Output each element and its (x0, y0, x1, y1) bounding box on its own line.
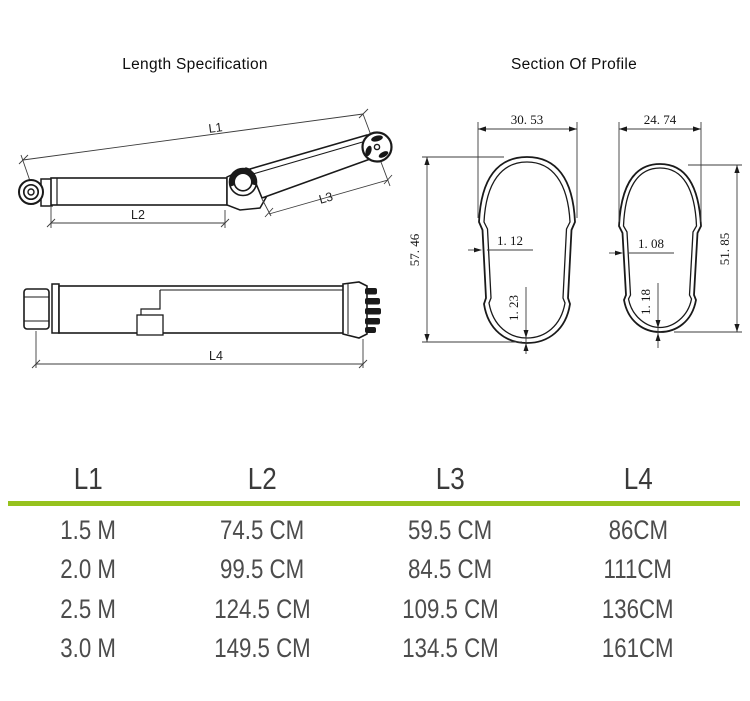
profile-section-title: Section Of Profile (510, 56, 638, 73)
table-cell: 74.5 CM (219, 514, 305, 545)
table-cell: 111CM (603, 554, 673, 584)
dim-l2: L2 (46, 207, 230, 228)
tube-left-bracket (23, 283, 60, 334)
svg-text:24. 74: 24. 74 (644, 112, 677, 127)
svg-text:1. 12: 1. 12 (497, 233, 523, 248)
size-table: L1 L2 L3 L4 1.5 M 74.5 CM 59.5 CM 86CM 2… (0, 458, 750, 669)
dim-profile-left-wall: 1. 12 (468, 233, 533, 253)
svg-text:30. 53: 30. 53 (511, 112, 544, 127)
table-cell: 161CM (602, 633, 674, 663)
profile-right-drawing: 24. 74 51. 85 1. 08 1. 18 (609, 112, 742, 348)
dim-l4: L4 (31, 331, 368, 369)
dim-profile-right-width: 24. 74 (618, 112, 702, 222)
arm-side-view-drawing: L1 (18, 108, 393, 228)
table-row: 2.0 M 99.5 CM 84.5 CM 111CM (0, 550, 750, 590)
arm-eyelet (18, 178, 53, 207)
arm-main-tube (50, 177, 228, 206)
table-cell: 134.5 CM (401, 633, 499, 663)
table-cell: 3.0 M (60, 633, 116, 663)
table-row: 3.0 M 149.5 CM 134.5 CM 161CM (0, 629, 750, 669)
svg-text:51. 85: 51. 85 (717, 233, 732, 266)
dim-l1: L1 (18, 108, 391, 187)
table-accent-rule (8, 501, 740, 506)
table-cell: 99.5 CM (219, 554, 305, 584)
dim-profile-right-wall: 1. 08 (609, 236, 674, 256)
table-cell: 136CM (602, 593, 674, 624)
svg-text:57. 46: 57. 46 (407, 233, 422, 266)
dim-l3: L3 (261, 174, 393, 218)
size-table-header-row: L1 L2 L3 L4 (0, 458, 750, 500)
actuator-tube-drawing: L4 (23, 281, 381, 369)
table-row: 2.5 M 124.5 CM 109.5 CM 136CM (0, 590, 750, 630)
svg-text:1. 18: 1. 18 (638, 289, 653, 315)
dim-profile-right-height: 51. 85 (674, 164, 742, 333)
table-cell: 2.0 M (60, 554, 116, 584)
size-table-header-l3: L3 (435, 461, 465, 496)
arm-forearm (248, 134, 374, 200)
table-row: 1.5 M 74.5 CM 59.5 CM 86CM (0, 511, 750, 551)
size-table-header-l2: L2 (247, 461, 277, 496)
dim-profile-left-height: 57. 46 (407, 156, 522, 343)
length-spec-title: Length Specification (122, 56, 268, 73)
table-cell: 149.5 CM (213, 633, 311, 663)
size-table-header-l4: L4 (623, 461, 653, 496)
dim-profile-left-width: 30. 53 (477, 112, 578, 218)
arm-elbow-ring (228, 167, 258, 197)
table-cell: 59.5 CM (407, 514, 493, 545)
technical-drawings: L1 (18, 108, 742, 369)
dim-profile-right-bottom-wall: 1. 18 (638, 283, 661, 348)
table-cell: 109.5 CM (401, 593, 499, 624)
profile-left-drawing: 30. 53 57. 46 1. 12 1. 23 (407, 112, 578, 354)
motor-head (342, 281, 381, 339)
dim-label-l4: L4 (209, 349, 223, 363)
table-cell: 2.5 M (60, 593, 116, 624)
tube-body (58, 285, 348, 336)
dim-label-l1: L1 (208, 120, 224, 136)
table-cell: 86CM (608, 514, 668, 545)
svg-text:1. 08: 1. 08 (638, 236, 664, 251)
size-table-header-l1: L1 (73, 461, 103, 496)
table-cell: 1.5 M (60, 514, 116, 545)
arm-end-cap (361, 131, 393, 163)
dim-profile-left-bottom-wall: 1. 23 (506, 287, 529, 354)
table-cell: 84.5 CM (407, 554, 493, 584)
svg-text:1. 23: 1. 23 (506, 295, 521, 321)
dim-label-l3: L3 (317, 189, 334, 206)
table-cell: 124.5 CM (213, 593, 311, 624)
dim-label-l2: L2 (131, 208, 145, 222)
